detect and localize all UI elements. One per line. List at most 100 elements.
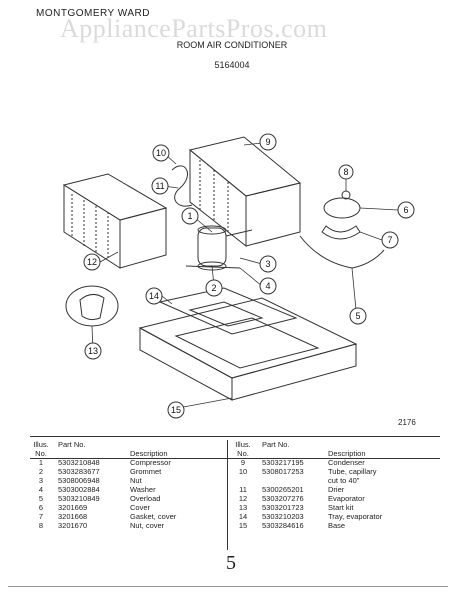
- capillary-tube-drawing: [171, 165, 193, 207]
- callout-6: 6: [397, 201, 415, 219]
- table-cell: 5303217195: [262, 458, 304, 467]
- watermark-text: AppliancePartsPros.com: [60, 14, 328, 43]
- brand-label: MONTGOMERY WARD: [36, 8, 150, 19]
- table-cell: 5303284616: [262, 521, 304, 530]
- svg-text:11: 11: [155, 181, 164, 191]
- overload-cover-drawing: [299, 190, 385, 269]
- table-header-rule: [30, 458, 440, 459]
- svg-text:4: 4: [265, 281, 270, 291]
- table-cell: 5303207276: [262, 494, 304, 503]
- header-part-no-right: Part No.: [262, 440, 290, 449]
- callout-1: 1: [181, 207, 199, 225]
- table-cell: 3: [38, 476, 44, 485]
- svg-text:12: 12: [87, 257, 97, 267]
- table-cell: Tray, evaporator: [328, 512, 383, 521]
- table-cell: Compressor: [130, 458, 171, 467]
- callout-14: 14: [145, 287, 163, 305]
- table-cell: 3201668: [58, 512, 88, 521]
- table-cell: Gasket, cover: [130, 512, 177, 521]
- table-cell: 5303002884: [58, 485, 100, 494]
- page-title: ROOM AIR CONDITIONER: [176, 40, 288, 50]
- table-cell: Start kit: [328, 503, 354, 512]
- callout-5: 5: [349, 307, 367, 325]
- page-bottom-rule: [8, 586, 448, 587]
- model-number: 5164004: [214, 60, 250, 70]
- callout-9: 9: [259, 133, 277, 151]
- callout-7: 7: [381, 231, 399, 249]
- table-cell: 8: [38, 521, 44, 530]
- svg-text:7: 7: [387, 235, 392, 245]
- svg-text:3: 3: [265, 259, 270, 269]
- callout-15: 15: [167, 401, 185, 419]
- table-cell: Condenser: [328, 458, 365, 467]
- svg-text:2: 2: [211, 283, 216, 293]
- table-cell: 5308017253: [262, 467, 304, 476]
- svg-text:10: 10: [156, 148, 166, 158]
- callout-11: 11: [151, 177, 169, 195]
- condenser-coil-drawing: [188, 136, 302, 248]
- svg-text:8: 8: [343, 167, 348, 177]
- table-cell: 6: [38, 503, 44, 512]
- table-cell: Tube, capillary: [328, 467, 377, 476]
- table-cell: 10: [238, 467, 248, 476]
- table-cell: 5300265201: [262, 485, 304, 494]
- header-illus-no-right: Illus. No.: [235, 440, 251, 458]
- header-illus-no: Illus. No.: [33, 440, 49, 458]
- svg-text:6: 6: [403, 205, 408, 215]
- table-cell: 2: [38, 467, 44, 476]
- table-cell: Overload: [130, 494, 161, 503]
- table-cell: 5303210203: [262, 512, 304, 521]
- svg-text:15: 15: [171, 405, 181, 415]
- callout-4: 4: [259, 277, 277, 295]
- table-cell: Nut: [130, 476, 142, 485]
- callout-10: 10: [152, 144, 170, 162]
- table-cell: 3201670: [58, 521, 88, 530]
- handwritten-mark: 5: [226, 552, 236, 574]
- table-cell: [262, 476, 324, 485]
- table-cell: 4: [38, 485, 44, 494]
- header-description: Description: [130, 449, 168, 458]
- table-cell: 3201669: [58, 503, 88, 512]
- table-top-rule: [30, 436, 440, 437]
- start-kit-drawing: [65, 285, 119, 327]
- table-cell: 5303210848: [58, 458, 100, 467]
- diagram-reference-number: 2176: [398, 418, 416, 427]
- table-cell: Grommet: [130, 467, 162, 476]
- table-cell: 9: [240, 458, 246, 467]
- evaporator-coil-drawing: [62, 173, 168, 269]
- table-cell: Evaporator: [328, 494, 365, 503]
- table-cell: 5308006948: [58, 476, 100, 485]
- parts-diagram: 1 2 3 4 5 6 7 8 9 10 11 12 13 14 15: [62, 133, 415, 419]
- svg-text:9: 9: [265, 137, 270, 147]
- callout-13: 13: [84, 342, 102, 360]
- table-cell: 14: [238, 512, 248, 521]
- svg-text:14: 14: [149, 291, 159, 301]
- table-cell: 1: [38, 458, 44, 467]
- table-cell: 13: [238, 503, 248, 512]
- svg-text:5: 5: [355, 311, 360, 321]
- table-cell: [232, 476, 254, 485]
- table-cell: 5303210849: [58, 494, 100, 503]
- table-cell: 12: [238, 494, 248, 503]
- compressor-drawing: [185, 225, 253, 271]
- table-column-divider: [227, 440, 228, 550]
- table-cell: 11: [239, 485, 247, 494]
- table-cell: Washer: [130, 485, 156, 494]
- table-cell: 15: [238, 521, 248, 530]
- svg-text:1: 1: [187, 211, 192, 221]
- table-cell: 5: [38, 494, 44, 503]
- evaporator-tray-drawing: [158, 287, 298, 335]
- table-cell: 5303283677: [58, 467, 100, 476]
- base-pan-drawing: [138, 297, 358, 401]
- callout-12: 12: [83, 253, 101, 271]
- table-cell: 7: [38, 512, 44, 521]
- table-cell: Drier: [328, 485, 345, 494]
- table-cell: cut to 40": [328, 476, 360, 485]
- table-cell: Base: [328, 521, 346, 530]
